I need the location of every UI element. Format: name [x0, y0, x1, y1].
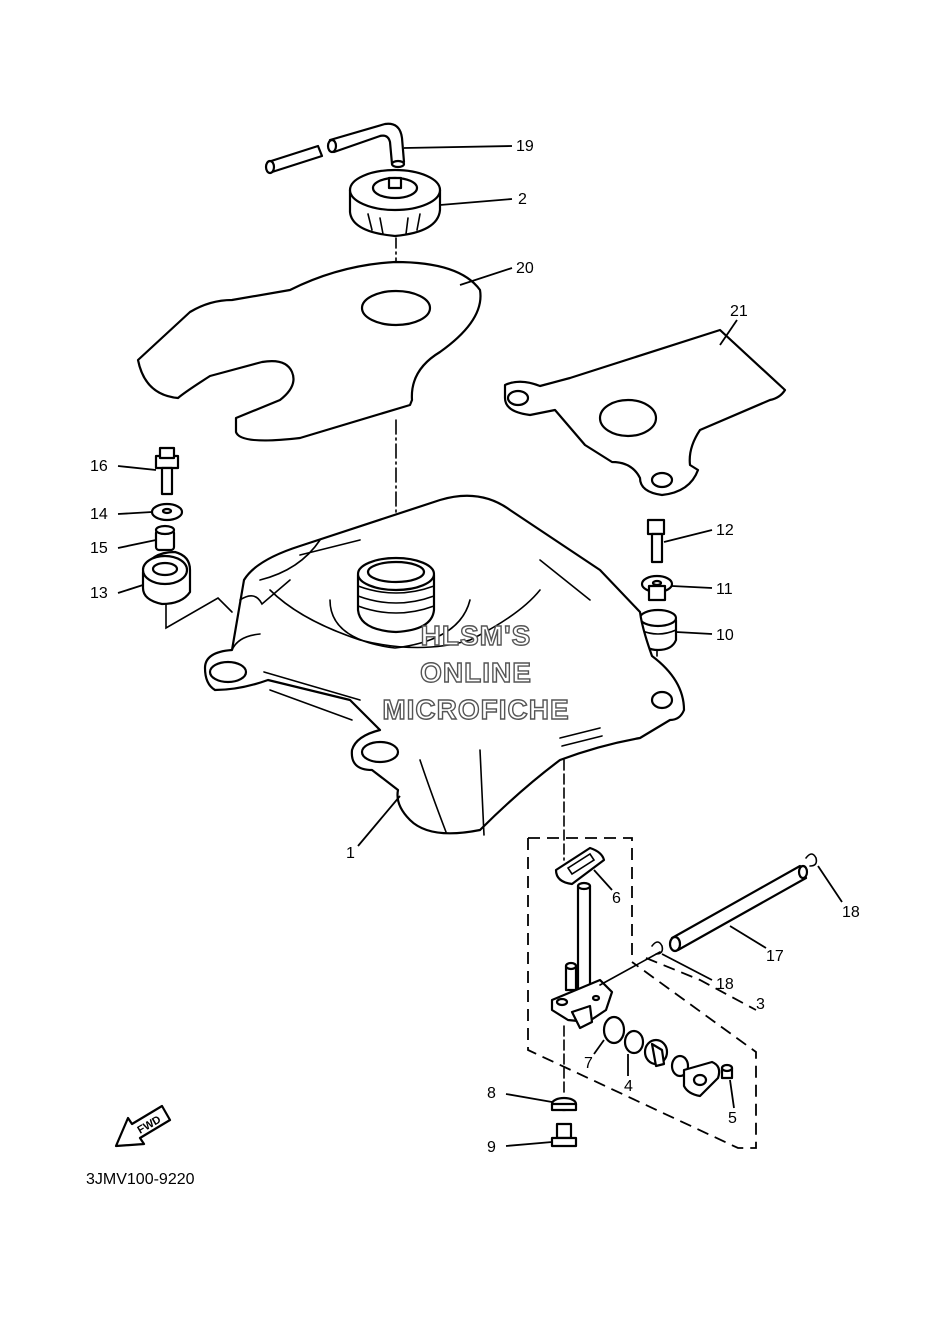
part-2-fuel-cap[interactable]: [348, 168, 442, 238]
part-18-clip-lower[interactable]: [651, 941, 664, 955]
part-15-collar[interactable]: [154, 524, 176, 552]
part-16-bolt[interactable]: [154, 446, 180, 496]
callout-21: 21: [730, 303, 748, 320]
fuel-cock-plate[interactable]: [682, 1060, 721, 1098]
fwd-arrow-icon: FWD: [114, 1104, 172, 1148]
callout-12: 12: [716, 522, 734, 539]
callout-6: 6: [612, 890, 621, 907]
part-21-gasket[interactable]: [503, 328, 787, 497]
callout-15: 15: [90, 540, 108, 557]
callout-7: 7: [584, 1055, 593, 1072]
part-10-damper[interactable]: [638, 608, 678, 652]
part-11-collar[interactable]: [640, 574, 674, 602]
part-19-breather-hose[interactable]: [264, 122, 406, 175]
callout-2: 2: [518, 191, 527, 208]
callout-18-upper: 18: [842, 904, 860, 921]
part-13-damper[interactable]: [141, 550, 192, 606]
callout-4: 4: [624, 1078, 633, 1095]
callout-16: 16: [90, 458, 108, 475]
callout-13: 13: [90, 585, 108, 602]
callout-19: 19: [516, 138, 534, 155]
watermark-line-3: MICROFICHE: [382, 694, 569, 725]
part-5-screw[interactable]: [720, 1063, 734, 1080]
callout-10: 10: [716, 627, 734, 644]
callout-5: 5: [728, 1110, 737, 1127]
callout-9: 9: [487, 1139, 496, 1156]
part-1-fuel-tank[interactable]: [203, 494, 686, 836]
callout-11: 11: [716, 581, 733, 598]
part-18-clip-upper[interactable]: [805, 853, 818, 867]
callout-18-lower: 18: [716, 976, 734, 993]
part-3-fuel-cock-assembly[interactable]: [527, 837, 757, 1149]
callout-14: 14: [90, 506, 108, 523]
part-4-o-ring[interactable]: [623, 1029, 645, 1055]
callout-1: 1: [346, 845, 355, 862]
fuel-cock-lever[interactable]: [643, 1038, 669, 1068]
part-12-bolt[interactable]: [646, 518, 666, 564]
fuel-cock-body[interactable]: [550, 881, 614, 1030]
part-14-washer[interactable]: [150, 502, 184, 522]
part-8-washer[interactable]: [550, 1096, 578, 1112]
part-7-disc[interactable]: [602, 1015, 626, 1045]
watermark-line-2: ONLINE: [420, 657, 532, 688]
watermark: HLSM'S ONLINE MICROFICHE: [382, 619, 570, 725]
diagram-code: 3JMV100-9220: [86, 1171, 195, 1188]
callout-20: 20: [516, 260, 534, 277]
callout-8: 8: [487, 1085, 496, 1102]
part-17-fuel-hose[interactable]: [668, 864, 809, 953]
callout-labels: 19 2 20 21 16 14 15 13 12 11 10 1 6 18 1…: [90, 138, 860, 1156]
part-20-tank-cover[interactable]: [136, 260, 482, 442]
callout-3: 3: [756, 996, 765, 1013]
callout-17: 17: [766, 948, 784, 965]
leader-lines: [117, 145, 843, 1147]
part-9-bolt[interactable]: [550, 1122, 578, 1148]
part-6-gasket[interactable]: [554, 846, 606, 886]
watermark-line-1: HLSM'S: [421, 620, 532, 651]
